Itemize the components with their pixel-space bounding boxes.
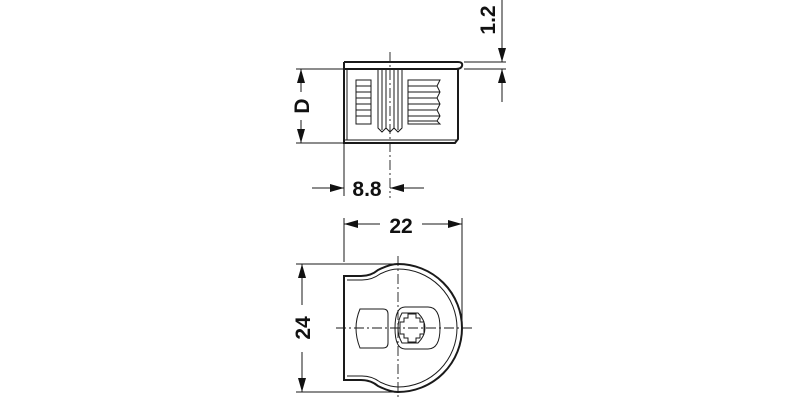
left-slot [355, 79, 372, 125]
label-depth: D [291, 98, 314, 113]
flange-outline [344, 61, 464, 70]
cross-recess-icon [399, 313, 425, 343]
dimension-flange-thickness: 1.2 [464, 0, 506, 102]
left-bore [355, 308, 389, 349]
body-outline [343, 62, 459, 144]
dimension-depth: D [291, 68, 344, 144]
label-flange-thickness: 1.2 [477, 5, 500, 34]
label-center-offset: 8.8 [352, 178, 382, 201]
right-slot [407, 79, 442, 125]
side-view: D 1.2 8.8 [291, 0, 506, 201]
housing-inner-outline [347, 268, 458, 388]
dimension-height: 24 [292, 263, 398, 393]
dimension-center-offset: 8.8 [312, 143, 424, 201]
housing-outline [343, 262, 463, 394]
top-view: 22 24 [292, 215, 472, 400]
cam-outline [394, 306, 441, 350]
label-width: 22 [389, 215, 412, 238]
label-height: 24 [292, 316, 315, 340]
dimension-width: 22 [343, 215, 463, 328]
